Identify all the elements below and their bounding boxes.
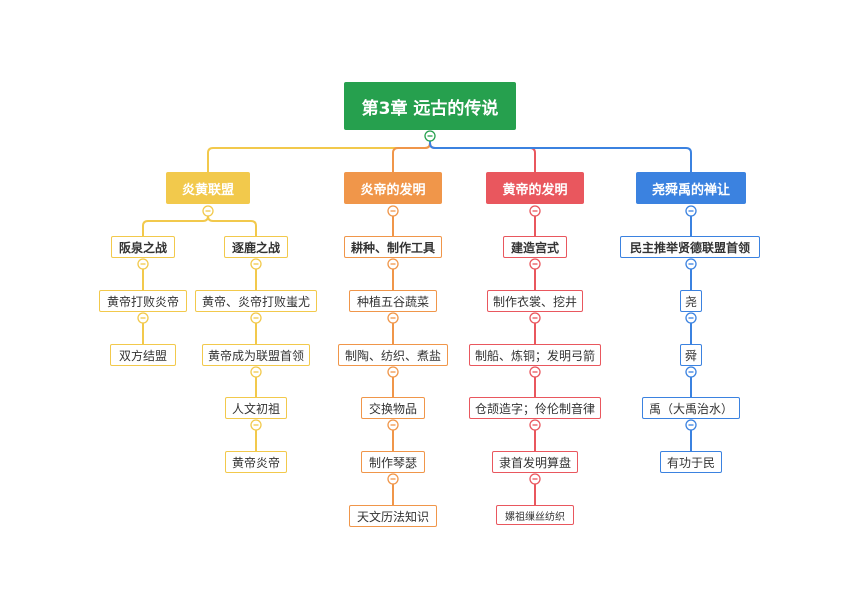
orange-3-collapse-icon[interactable] [387, 419, 399, 431]
leaf-zhulu-2[interactable]: 黄帝成为联盟首领 [202, 344, 310, 366]
red-2-collapse-icon[interactable] [529, 366, 541, 378]
sub-zhulu-battle[interactable]: 逐鹿之战 [224, 236, 288, 258]
leaf-zhulu-1[interactable]: 黄帝、炎帝打败蚩尤 [195, 290, 317, 312]
branch-blue-collapse-icon[interactable] [685, 205, 697, 217]
root-topic[interactable]: 第3章 远古的传说 [344, 82, 516, 130]
branch-huangdi-inventions[interactable]: 黄帝的发明 [486, 172, 584, 204]
branch-red-collapse-icon[interactable] [529, 205, 541, 217]
edge-root-orange [392, 136, 431, 172]
sub-build-palace[interactable]: 建造宫式 [503, 236, 567, 258]
blue-2-collapse-icon[interactable] [685, 366, 697, 378]
leaf-merit[interactable]: 有功于民 [660, 451, 722, 473]
branch-yandi-inventions[interactable]: 炎帝的发明 [344, 172, 442, 204]
leaf-yandi-5[interactable]: 天文历法知识 [349, 505, 437, 527]
leaf-huangdi-5[interactable]: 嫘祖缫丝纺织 [496, 505, 574, 525]
leaf-yandi-3[interactable]: 交换物品 [361, 397, 425, 419]
sub-farming-tools[interactable]: 耕种、制作工具 [344, 236, 442, 258]
yellow-b0-collapse-icon[interactable] [250, 258, 262, 270]
yellow-b3-collapse-icon[interactable] [250, 419, 262, 431]
leaf-huangdi-3[interactable]: 仓颉造字；伶伦制音律 [469, 397, 601, 419]
leaf-yu[interactable]: 禹（大禹治水） [642, 397, 740, 419]
yellow-b2-collapse-icon[interactable] [250, 366, 262, 378]
sub-banquan-collapse-icon[interactable] [137, 258, 149, 270]
leaf-shun[interactable]: 舜 [680, 344, 702, 366]
branch-yanhuang-alliance[interactable]: 炎黄联盟 [166, 172, 250, 204]
sub-democratic-election[interactable]: 民主推举贤德联盟首领 [620, 236, 760, 258]
orange-1-collapse-icon[interactable] [387, 312, 399, 324]
edge-root-red [429, 136, 536, 172]
leaf-yandi-2[interactable]: 制陶、纺织、煮盐 [338, 344, 448, 366]
leaf-yao[interactable]: 尧 [680, 290, 702, 312]
edge-yellow-sub1 [142, 211, 209, 236]
leaf-yandi-4[interactable]: 制作琴瑟 [361, 451, 425, 473]
leaf-zhulu-4[interactable]: 黄帝炎帝 [225, 451, 287, 473]
orange-4-collapse-icon[interactable] [387, 473, 399, 485]
blue-1-collapse-icon[interactable] [685, 312, 697, 324]
edge-root-yellow [207, 136, 431, 172]
branch-shanrang[interactable]: 尧舜禹的禅让 [636, 172, 746, 204]
red-1-collapse-icon[interactable] [529, 312, 541, 324]
orange-2-collapse-icon[interactable] [387, 366, 399, 378]
edge-yellow-sub2 [207, 211, 257, 236]
leaf-banquan-2[interactable]: 双方结盟 [110, 344, 176, 366]
leaf-huangdi-4[interactable]: 隶首发明算盘 [492, 451, 578, 473]
leaf-zhulu-3[interactable]: 人文初祖 [225, 397, 287, 419]
blue-3-collapse-icon[interactable] [685, 419, 697, 431]
leaf-banquan-1-collapse-icon[interactable] [137, 312, 149, 324]
edge-root-blue [429, 136, 692, 172]
branch-yellow-collapse-icon[interactable] [202, 205, 214, 217]
orange-0-collapse-icon[interactable] [387, 258, 399, 270]
red-4-collapse-icon[interactable] [529, 473, 541, 485]
root-collapse-icon[interactable] [424, 130, 436, 142]
blue-0-collapse-icon[interactable] [685, 258, 697, 270]
leaf-huangdi-1[interactable]: 制作衣裳、挖井 [487, 290, 583, 312]
sub-banquan-battle[interactable]: 阪泉之战 [111, 236, 175, 258]
leaf-huangdi-2[interactable]: 制船、炼铜；发明弓箭 [469, 344, 601, 366]
branch-orange-collapse-icon[interactable] [387, 205, 399, 217]
red-3-collapse-icon[interactable] [529, 419, 541, 431]
leaf-yandi-1[interactable]: 种植五谷蔬菜 [349, 290, 437, 312]
leaf-banquan-1[interactable]: 黄帝打败炎帝 [99, 290, 187, 312]
red-0-collapse-icon[interactable] [529, 258, 541, 270]
yellow-b1-collapse-icon[interactable] [250, 312, 262, 324]
